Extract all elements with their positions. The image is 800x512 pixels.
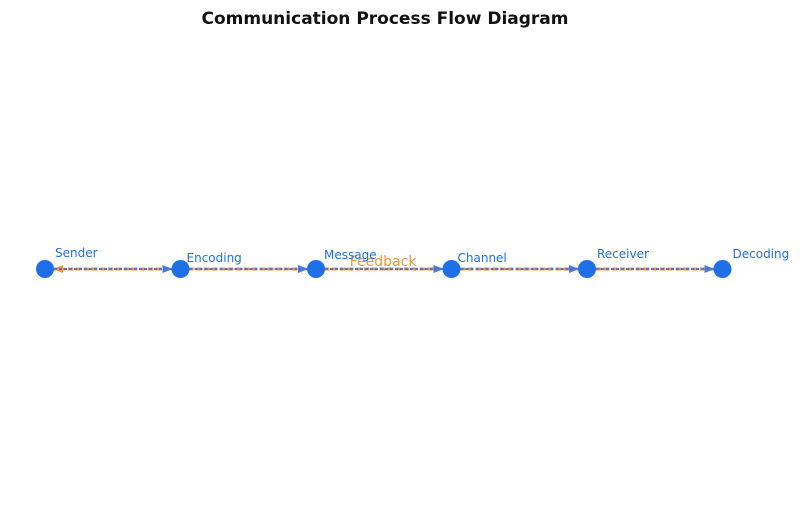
node-label-message: Message <box>324 248 377 262</box>
node-message <box>307 260 325 278</box>
nodes-layer <box>36 260 732 278</box>
node-label-receiver: Receiver <box>597 247 649 261</box>
node-label-channel: Channel <box>458 251 507 265</box>
node-label-decoding: Decoding <box>733 247 790 261</box>
node-sender <box>36 260 54 278</box>
diagram-title: Communication Process Flow Diagram <box>201 9 569 29</box>
labels-layer: Feedback Sender Encoding Message Channel Rece… <box>55 246 789 270</box>
node-receiver <box>578 260 596 278</box>
node-label-encoding: Encoding <box>187 251 242 265</box>
node-channel <box>442 260 461 278</box>
node-label-sender: Sender <box>55 246 98 260</box>
node-decoding <box>713 260 732 278</box>
feedback-label: Feedback <box>350 254 418 270</box>
node-encoding <box>171 260 190 278</box>
